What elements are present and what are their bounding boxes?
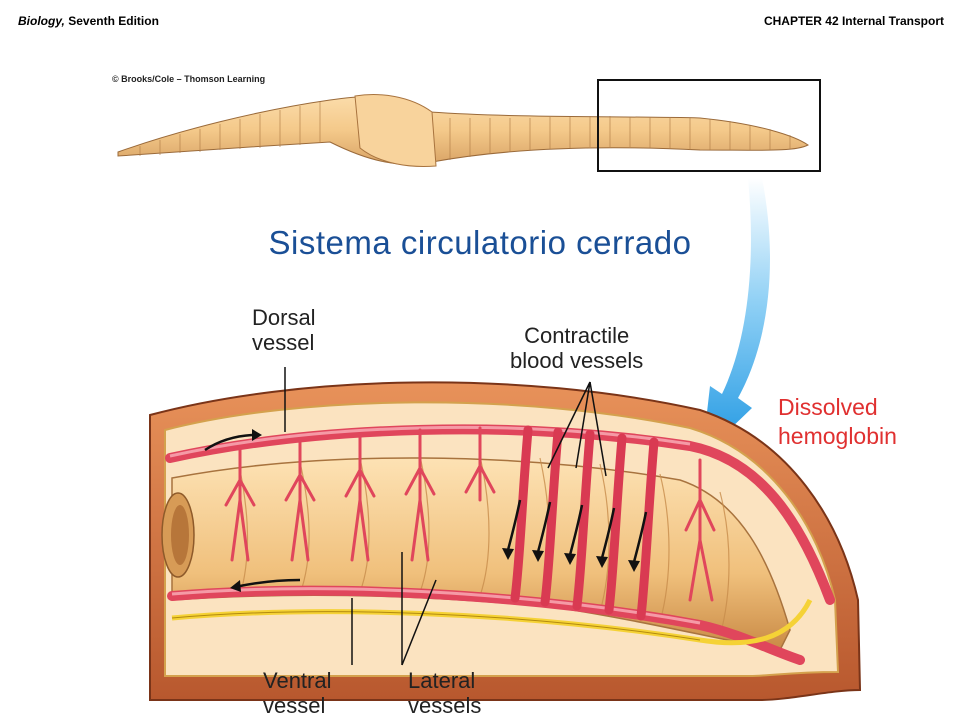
label-ventral-line2: vessel [263,693,326,718]
label-lateral-line1: Lateral [408,668,476,693]
worm-cross-section [149,367,862,701]
header-book-title: Biology, Seventh Edition [18,14,159,28]
slide-title: Sistema circulatorio cerrado [268,224,692,261]
label-dissolved-hemoglobin: Dissolved hemoglobin [778,393,897,451]
label-ventral-line1: Ventral [263,668,332,693]
label-ventral-vessel: Ventral vessel [263,668,332,718]
label-lateral-vessels: Lateral vessels [408,668,481,718]
label-dorsal-line1: Dorsal [252,305,316,330]
book-edition: Seventh Edition [68,14,159,28]
zoom-selection-box [597,79,821,172]
zoom-arrow-icon [702,178,770,456]
label-contractile-line1: Contractile [524,323,630,348]
book-title: Biology, [18,14,65,28]
label-dorsal-vessel: Dorsal vessel [252,305,316,355]
label-hemo-line1: Dissolved [778,394,878,420]
label-lateral-line2: vessels [408,693,482,718]
label-dorsal-line2: vessel [252,330,315,355]
label-contractile-line2: blood vessels [510,348,644,373]
image-credit: © Brooks/Cole – Thomson Learning [112,74,266,84]
whole-worm [117,94,809,167]
label-hemo-line2: hemoglobin [778,423,897,449]
label-contractile-vessels: Contractile blood vessels [510,323,643,373]
header-chapter: CHAPTER 42 Internal Transport [763,14,944,28]
